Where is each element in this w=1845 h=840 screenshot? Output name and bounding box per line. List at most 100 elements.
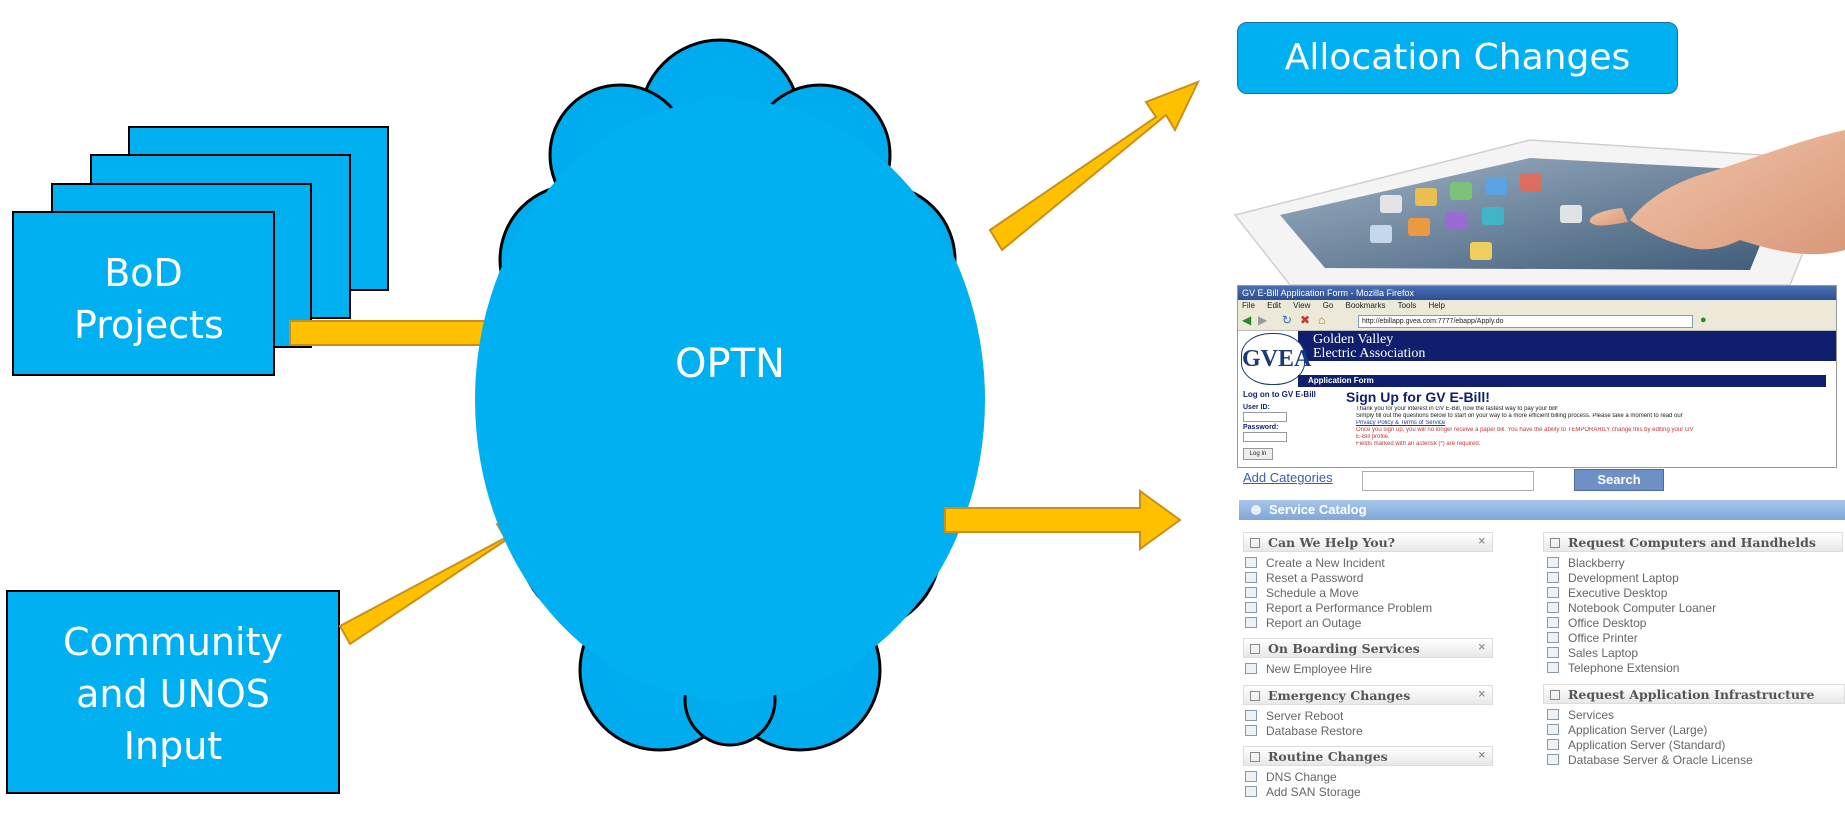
form-icon [1547,587,1559,598]
forward-icon[interactable]: ▶ [1258,313,1268,327]
catalog-item[interactable]: Reset a Password [1245,571,1363,585]
collapse-icon[interactable] [1250,752,1260,762]
gvea-header: Golden Valley Electric Association GVEA … [1238,331,1836,389]
gvea-logo: GVEA [1241,333,1311,385]
close-icon[interactable]: × [1477,689,1486,700]
login-button[interactable]: Log In [1243,448,1273,460]
catalog-item[interactable]: Office Printer [1547,631,1638,645]
catalog-item[interactable]: Notebook Computer Loaner [1547,601,1716,615]
menu-help[interactable]: Help [1428,301,1445,310]
form-icon [1547,557,1559,568]
service-catalog: Add Categories Search Service Catalog Ca… [1237,468,1845,840]
menu-file[interactable]: File [1242,301,1255,310]
panel-title: Routine Changes [1268,749,1388,764]
form-icon [1547,709,1559,720]
catalog-item[interactable]: Report a Performance Problem [1245,601,1432,615]
form-icon [1547,754,1559,765]
collapse-icon[interactable] [1250,644,1260,654]
panel-request-computers[interactable]: Request Computers and Handhelds [1543,532,1843,552]
panel-title: Request Computers and Handhelds [1568,535,1816,550]
form-icon [1547,724,1559,735]
login-title: Log on to GV E-Bill [1243,390,1316,399]
back-icon[interactable]: ◀ [1242,313,1252,327]
catalog-search-button[interactable]: Search [1574,469,1664,491]
panel-can-we-help[interactable]: Can We Help You? × [1243,532,1493,552]
form-icon [1547,572,1559,583]
home-icon[interactable]: ⌂ [1318,313,1326,327]
form-icon [1245,557,1257,568]
collapse-icon[interactable] [1250,538,1260,548]
catalog-icon [1251,505,1261,515]
form-icon [1547,647,1559,658]
close-icon[interactable]: × [1477,750,1486,761]
community-input-label: Community and UNOS Input [63,620,283,768]
user-id-field[interactable] [1243,412,1287,422]
close-icon[interactable]: × [1477,642,1486,653]
browser-window: GV E-Bill Application Form - Mozilla Fir… [1237,285,1837,468]
gvea-band [1298,331,1836,361]
collapse-icon[interactable] [1550,538,1560,548]
arrow-optn-to-allocation [988,80,1200,252]
form-icon [1547,662,1559,673]
menu-tools[interactable]: Tools [1397,301,1417,310]
go-icon[interactable]: ● [1700,314,1707,326]
panel-on-boarding[interactable]: On Boarding Services × [1243,638,1493,658]
service-catalog-title: Service Catalog [1269,502,1367,517]
form-icon [1245,786,1257,797]
password-field[interactable] [1243,432,1287,442]
optn-label: OPTN [675,341,785,387]
catalog-item[interactable]: Application Server (Large) [1547,723,1707,737]
menu-edit[interactable]: Edit [1267,301,1281,310]
panel-title: On Boarding Services [1268,641,1420,656]
collapse-icon[interactable] [1550,690,1560,700]
catalog-search-input[interactable] [1362,471,1534,491]
stop-icon[interactable]: ✖ [1300,313,1311,327]
menu-go[interactable]: Go [1322,301,1334,310]
catalog-item[interactable]: Blackberry [1547,556,1625,570]
catalog-item[interactable]: Schedule a Move [1245,586,1359,600]
signup-heading: Sign Up for GV E-Bill! [1346,389,1490,405]
community-input-box: Community and UNOS Input [6,590,340,794]
catalog-item[interactable]: Telephone Extension [1547,661,1679,675]
catalog-item[interactable]: Server Reboot [1245,709,1343,723]
catalog-item[interactable]: Application Server (Standard) [1547,738,1725,752]
catalog-item[interactable]: New Employee Hire [1245,662,1372,676]
form-icon [1245,572,1257,583]
menu-view[interactable]: View [1293,301,1311,310]
form-icon [1245,617,1257,628]
menu-bookmarks[interactable]: Bookmarks [1345,301,1386,310]
gvea-company-line2: Electric Association [1313,346,1426,361]
catalog-item[interactable]: Development Laptop [1547,571,1679,585]
bod-projects-label: BoD Projects [74,251,224,347]
bullet-1: Thank you for your interest in GV E-Bill… [1356,406,1558,412]
panel-emergency-changes[interactable]: Emergency Changes × [1243,685,1493,705]
url-input[interactable]: http://ebillapp.gvea.com:7777/ebapp/Appl… [1358,315,1693,328]
reload-icon[interactable]: ↻ [1282,313,1293,327]
close-icon[interactable]: × [1477,536,1486,547]
add-categories-link[interactable]: Add Categories [1243,470,1333,485]
bullet-3: Once you sign up, you will no longer rec… [1356,427,1694,433]
panel-title: Emergency Changes [1268,688,1411,703]
allocation-changes-box: Allocation Changes [1237,22,1678,94]
browser-menubar: File Edit View Go Bookmarks Tools Help [1238,300,1836,312]
catalog-item[interactable]: Database Restore [1245,724,1363,738]
catalog-item[interactable]: DNS Change [1245,770,1337,784]
collapse-icon[interactable] [1250,691,1260,701]
catalog-item[interactable]: Services [1547,708,1614,722]
form-icon [1547,739,1559,750]
catalog-item[interactable]: Add SAN Storage [1245,785,1361,799]
optn-cloud-fill [475,100,985,700]
form-icon [1245,587,1257,598]
form-icon [1245,602,1257,613]
catalog-item[interactable]: Sales Laptop [1547,646,1638,660]
catalog-item[interactable]: Create a New Incident [1245,556,1385,570]
privacy-link[interactable]: Privacy Policy & Terms of Service [1356,420,1446,426]
catalog-item[interactable]: Report an Outage [1245,616,1361,630]
user-id-label: User ID: [1243,404,1270,411]
catalog-item[interactable]: Database Server & Oracle License [1547,753,1753,767]
catalog-item[interactable]: Executive Desktop [1547,586,1667,600]
panel-request-app-infrastructure[interactable]: Request Application Infrastructure [1543,684,1845,704]
panel-routine-changes[interactable]: Routine Changes × [1243,746,1493,766]
catalog-item[interactable]: Office Desktop [1547,616,1646,630]
